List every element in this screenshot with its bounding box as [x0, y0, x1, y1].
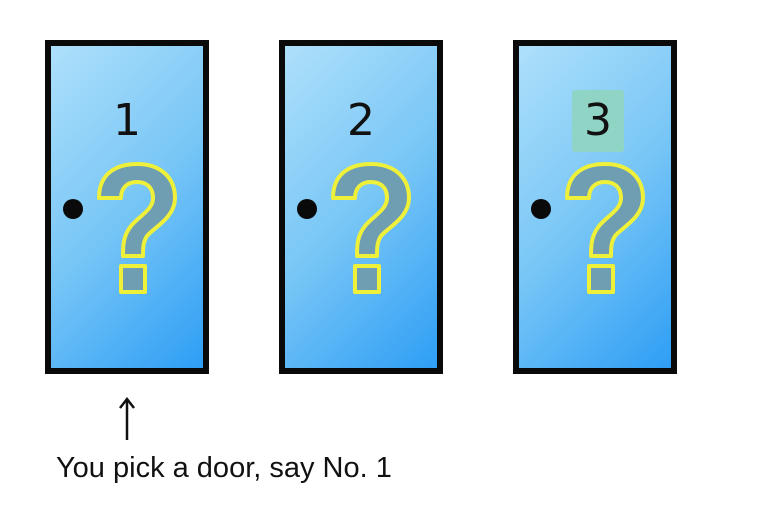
door-knob-icon: [297, 199, 317, 219]
question-mark-icon: [331, 162, 411, 294]
door-number-highlighted: 3: [572, 90, 624, 152]
up-arrow-icon: [119, 396, 135, 440]
door-knob-icon: [531, 199, 551, 219]
question-mark-icon: [565, 162, 645, 294]
door-number: 1: [113, 95, 141, 146]
door-number: 2: [347, 95, 375, 146]
door-1[interactable]: 1: [45, 40, 209, 374]
caption: You pick a door, say No. 1: [56, 452, 392, 484]
door-knob-icon: [63, 199, 83, 219]
question-mark-icon: [97, 162, 177, 294]
door-2[interactable]: 2: [279, 40, 443, 374]
door-3[interactable]: 3: [513, 40, 677, 374]
